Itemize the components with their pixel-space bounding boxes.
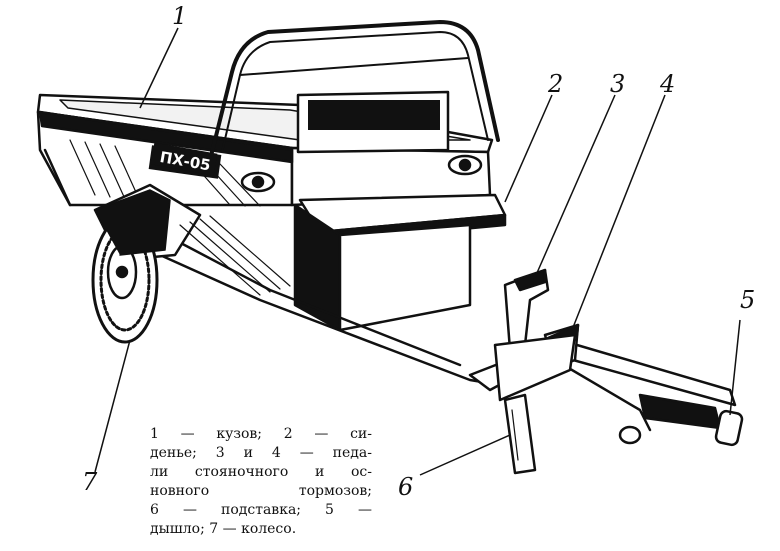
callout-5: 5 bbox=[740, 286, 755, 314]
legend-line: денье; 3 и 4 — педа- bbox=[150, 445, 372, 461]
plate-bg bbox=[150, 142, 218, 176]
legend-line: 6 — подставка; 5 — bbox=[150, 502, 372, 518]
callout-1: 1 bbox=[172, 2, 187, 30]
callout-6: 6 bbox=[398, 473, 413, 501]
callout-3: 3 bbox=[610, 70, 625, 98]
callout-4: 4 bbox=[659, 70, 675, 98]
legend-line: ли стояночного и ос- bbox=[150, 464, 372, 480]
roll-bar bbox=[210, 20, 500, 154]
legend-line: новного тормозов; bbox=[150, 483, 372, 499]
wheel bbox=[91, 189, 171, 344]
support-stand bbox=[493, 333, 577, 475]
leader-lines bbox=[94, 27, 741, 476]
seat-box bbox=[293, 203, 472, 332]
callout-7: 7 bbox=[82, 468, 98, 496]
callout-2: 2 bbox=[547, 70, 563, 98]
figure-legend: 1 — кузов; 2 — си- денье; 3 и 4 — педа- … bbox=[150, 425, 372, 539]
legend-line: дышло; 7 — колесо. bbox=[150, 521, 297, 537]
legend-line: 1 — кузов; 2 — си- bbox=[150, 426, 372, 442]
